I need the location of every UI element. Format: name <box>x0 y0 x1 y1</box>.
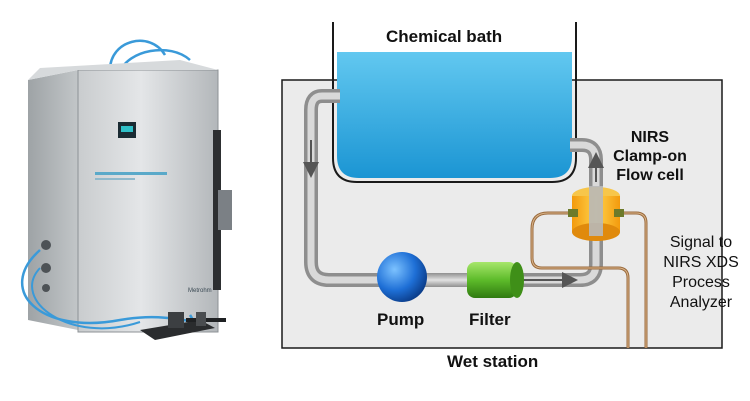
signal-line-4: Analyzer <box>669 294 733 311</box>
pump-label: Pump <box>377 310 425 329</box>
signal-line-2: NIRS XDS <box>663 254 739 271</box>
nirs-cell-line-2: Clamp-on <box>613 148 687 165</box>
brand-label: Metrohm <box>188 288 212 294</box>
signal-label: Signal to NIRS XDS Process Analyzer <box>653 233 749 313</box>
filter-icon <box>467 262 524 298</box>
wet-station-label: Wet station <box>447 352 539 371</box>
signal-line-1: Signal to <box>669 234 733 251</box>
pump-icon <box>377 252 427 302</box>
fiber-cable-top <box>108 39 167 71</box>
filter-label: Filter <box>469 310 511 329</box>
flow-cell-icon <box>568 186 624 241</box>
cabinet-side <box>28 70 78 330</box>
instrument-cabinet-icon <box>77 69 219 333</box>
nirs-cell-line-3: Flow cell <box>616 167 684 184</box>
instrument-photo: Metrohm <box>20 39 232 340</box>
nirs-cell-line-1: NIRS <box>630 129 670 146</box>
chemical-bath-label: Chemical bath <box>386 27 503 46</box>
signal-line-3: Process <box>672 274 730 291</box>
fiber-probe-icon <box>140 312 226 340</box>
nirs-cell-label: NIRS Clamp-on Flow cell <box>610 128 690 185</box>
chemical-bath-tank <box>332 22 577 183</box>
